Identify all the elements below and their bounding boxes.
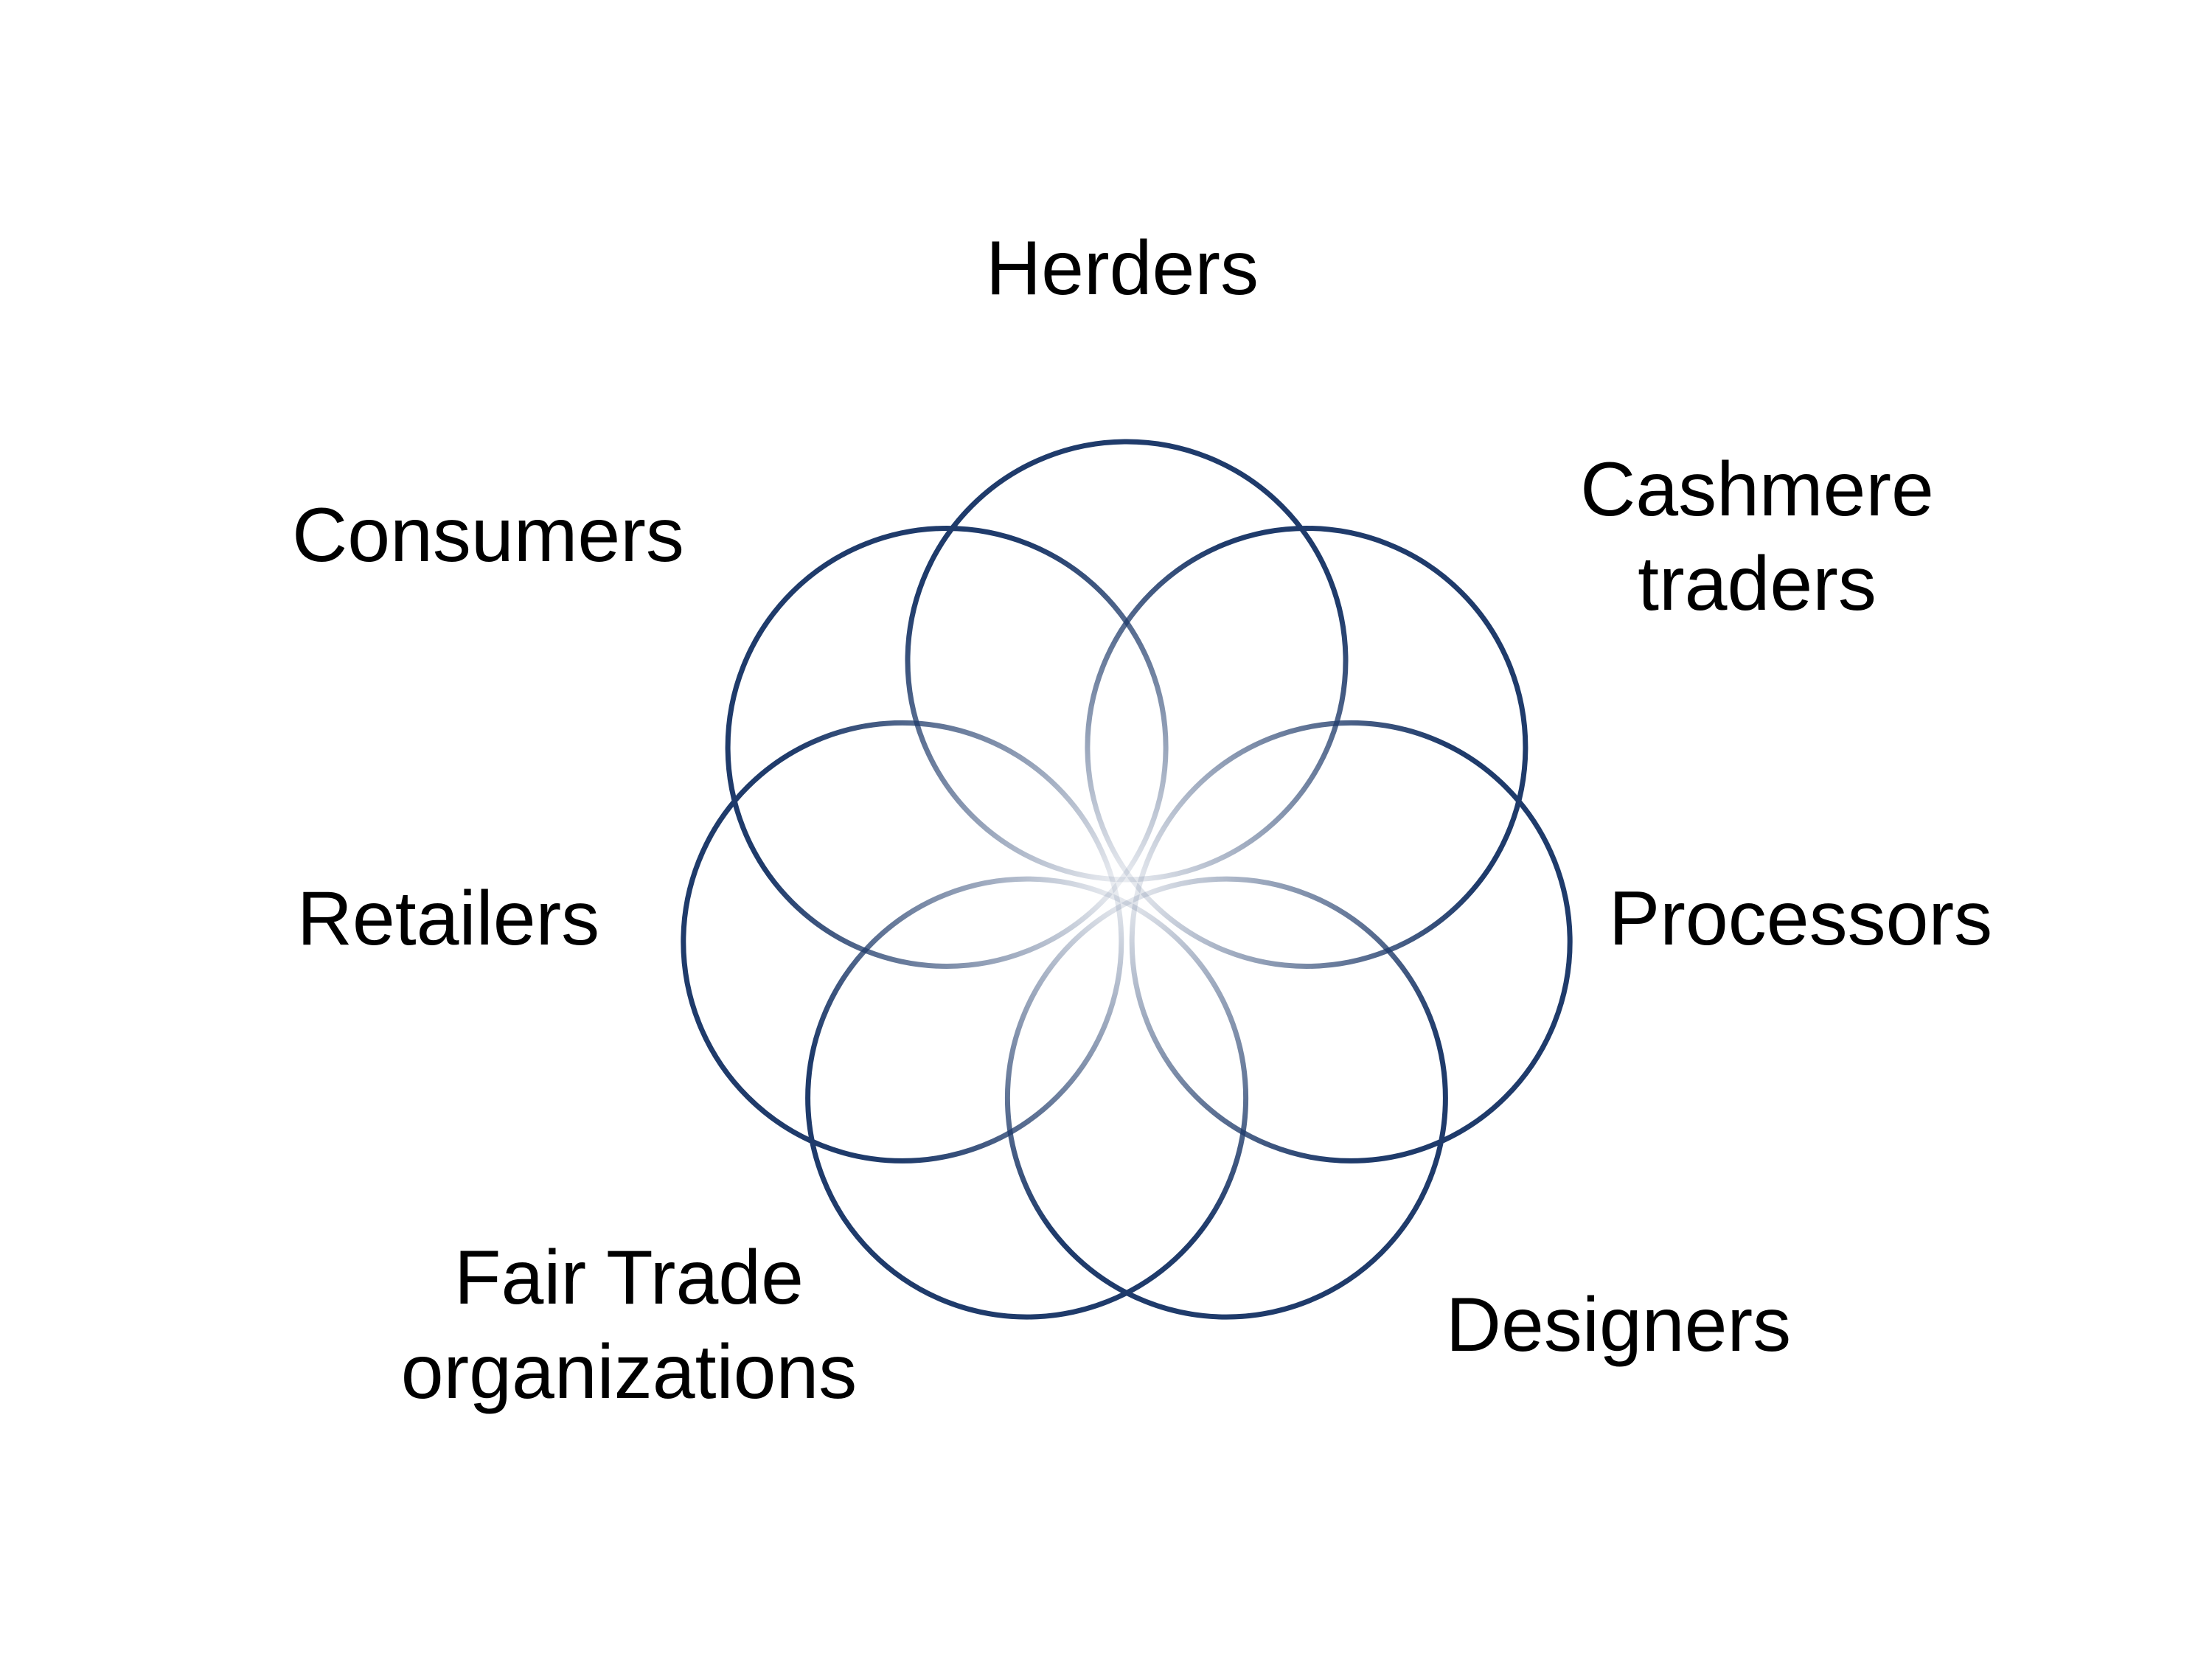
ring-group: [681, 439, 1573, 1320]
label-cashmere-traders: Cashmere traders: [1580, 447, 1934, 627]
label-designers: Designers: [1445, 1282, 1792, 1368]
ring-consumers: [725, 526, 1169, 969]
ring-cashmere-traders: [1085, 526, 1528, 969]
label-fair-trade-organizations: Fair Trade organizations: [400, 1235, 858, 1415]
ring-fair-trade: [805, 876, 1249, 1320]
ring-processors: [1129, 720, 1573, 1164]
label-retailers: Retailers: [296, 876, 600, 961]
label-consumers: Consumers: [292, 493, 684, 578]
ring-herders: [905, 439, 1349, 883]
ring-retailers: [681, 720, 1124, 1164]
label-processors: Processors: [1608, 876, 1993, 961]
label-herders: Herders: [986, 226, 1259, 311]
ring-designers: [1004, 876, 1448, 1320]
